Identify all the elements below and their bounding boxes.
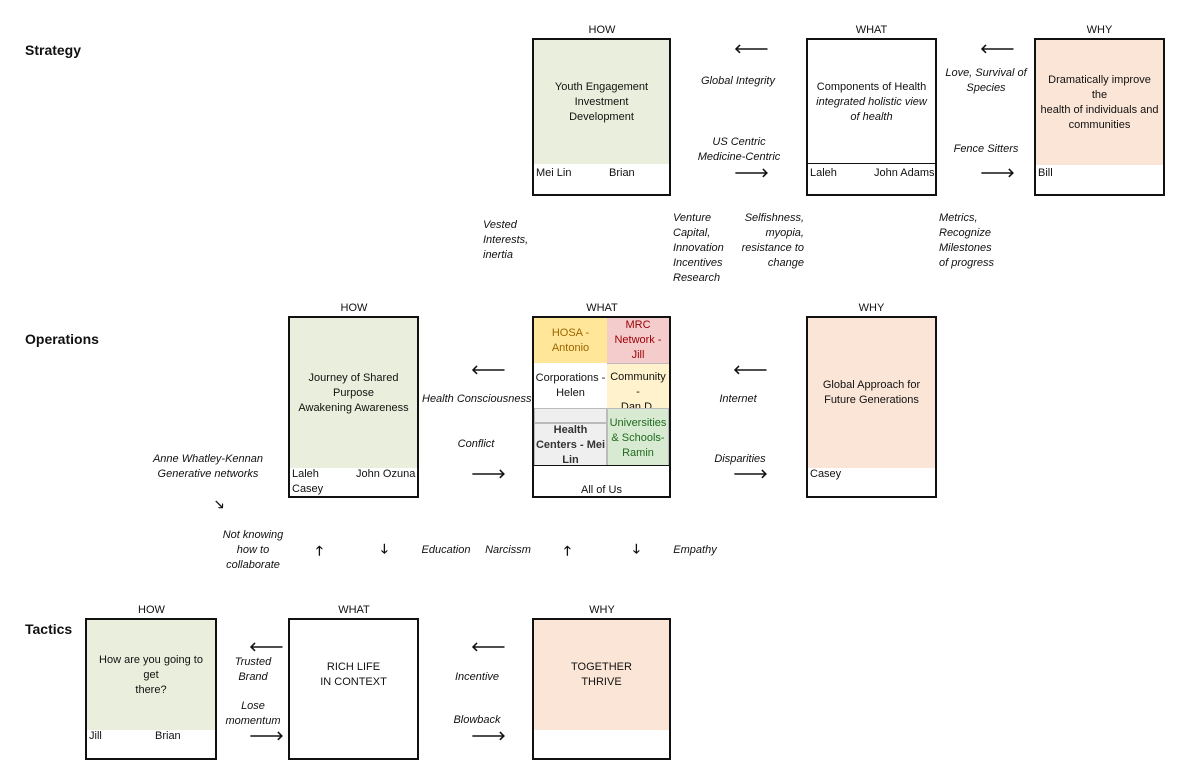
- left-arrow-icon: 🡐: [734, 41, 769, 56]
- strategy-how-heading: HOW: [588, 24, 616, 36]
- right-arrow-icon: 🡒: [249, 728, 284, 743]
- left-arrow-icon: 🡐: [733, 362, 768, 377]
- row-label-tactics: Tactics: [25, 621, 73, 637]
- tactics-how-heading: HOW: [138, 604, 165, 616]
- operations-why-heading: WHY: [858, 302, 885, 314]
- note-conflict: Conflict: [457, 438, 495, 450]
- tactics-what-text: RICH LIFE IN CONTEXT: [320, 661, 387, 688]
- note-global-integrity: Global Integrity: [701, 75, 775, 87]
- cell-corporations: Corporations - Helen: [534, 363, 607, 408]
- cell-all-of-us: All of Us: [581, 483, 622, 496]
- tactics-why-text: TOGETHER THRIVE: [534, 620, 669, 730]
- cell-universities: Universities & Schools- Ramin: [607, 408, 669, 468]
- note-fence-sitters: Fence Sitters: [953, 143, 1019, 155]
- strategy-why-box[interactable]: Dramatically improve the health of indiv…: [1034, 38, 1165, 196]
- right-arrow-icon: 🡒: [733, 466, 768, 481]
- tactics-why-heading: WHY: [589, 604, 615, 616]
- operations-how-owner-2: John Ozuna: [356, 468, 416, 480]
- tactics-how-owner-1: Jill: [89, 730, 102, 742]
- up-arrow-icon: 🡑: [564, 543, 571, 558]
- operations-how-owner-1: Laleh: [292, 468, 319, 480]
- note-disparities: Disparities: [714, 453, 766, 465]
- cell-hosa: HOSA - Antonio: [534, 318, 607, 363]
- note-education: Education: [421, 544, 471, 556]
- right-arrow-icon: 🡒: [471, 728, 506, 743]
- note-love-survival: Love, Survival of Species: [945, 67, 1027, 94]
- tactics-what-heading: WHAT: [338, 604, 370, 616]
- operations-how-box[interactable]: Journey of Shared Purpose Awakening Awar…: [288, 316, 419, 498]
- tactics-how-owner-2: Brian: [155, 730, 181, 742]
- tactics-how-text: How are you going to get there?: [87, 620, 215, 730]
- note-vested-interests: Vested Interests, inertia: [483, 219, 529, 261]
- note-lose-momentum: Lose momentum: [225, 700, 281, 727]
- cell-mrc-network: MRC Network - Jill: [607, 318, 669, 363]
- strategy-what-owner-2: John Adams: [874, 167, 935, 179]
- note-anne-whatley-kennan: Anne Whatley-Kennan Generative networks: [152, 453, 264, 480]
- left-arrow-icon: 🡐: [249, 639, 284, 654]
- operations-why-owner-1: Casey: [810, 468, 842, 480]
- note-trusted-brand: Trusted Brand: [234, 656, 272, 683]
- strategy-how-box[interactable]: Youth Engagement Investment Development …: [532, 38, 671, 196]
- note-not-knowing: Not knowing how to collaborate: [222, 529, 284, 571]
- right-arrow-icon: 🡒: [734, 165, 769, 180]
- right-arrow-icon: 🡒: [980, 165, 1015, 180]
- row-label-strategy: Strategy: [25, 42, 82, 58]
- note-blowback: Blowback: [453, 714, 501, 726]
- strategy-why-text: Dramatically improve the health of indiv…: [1036, 40, 1163, 165]
- strategy-how-text: Youth Engagement Investment Development: [534, 40, 669, 165]
- note-selfishness: Selfishness, myopia, resistance to chang…: [741, 212, 804, 269]
- strategy-how-owner-2: Brian: [609, 167, 635, 179]
- left-arrow-icon: 🡐: [471, 362, 506, 377]
- down-arrow-icon: 🡓: [381, 541, 388, 556]
- note-health-consciousness: Health Consciousness: [422, 393, 532, 405]
- row-label-operations: Operations: [25, 331, 99, 347]
- operations-how-text: Journey of Shared Purpose Awakening Awar…: [290, 318, 417, 468]
- left-arrow-icon: 🡐: [471, 639, 506, 654]
- note-incentive: Incentive: [454, 671, 500, 683]
- operations-why-text: Global Approach for Future Generations: [808, 318, 935, 468]
- cell-community: Community - Dan D.: [607, 363, 669, 413]
- left-arrow-icon: 🡐: [980, 41, 1015, 56]
- operations-why-box[interactable]: Global Approach for Future Generations C…: [806, 316, 937, 498]
- note-metrics: Metrics, Recognize Milestones of progres…: [939, 212, 995, 269]
- strategy-why-owner-1: Bill: [1038, 167, 1053, 179]
- strategy-why-heading: WHY: [1086, 24, 1113, 36]
- up-arrow-icon: 🡑: [316, 543, 323, 558]
- strategy-what-heading: WHAT: [855, 24, 888, 36]
- tactics-why-box[interactable]: TOGETHER THRIVE: [532, 618, 671, 760]
- operations-what-heading: WHAT: [586, 302, 618, 314]
- strategy-what-subtitle: integrated holistic view of health: [816, 96, 927, 123]
- down-arrow-icon: 🡓: [633, 541, 640, 556]
- operations-what-grid[interactable]: HOSA - Antonio MRC Network - Jill Corpor…: [532, 316, 671, 498]
- cell-health-centers: Health Centers - Mei Lin: [534, 423, 607, 468]
- tactics-what-box[interactable]: RICH LIFE IN CONTEXT: [288, 618, 419, 760]
- operations-how-owner-3: Casey: [292, 483, 324, 495]
- diagonal-arrow-icon: 🡖: [215, 497, 224, 512]
- cell-divider: [534, 408, 607, 423]
- tactics-how-box[interactable]: How are you going to get there? Jill Bri…: [85, 618, 217, 760]
- note-narcissm: Narcissm: [485, 544, 531, 556]
- operations-how-heading: HOW: [340, 302, 368, 314]
- strategy-what-owner-1: Laleh: [810, 167, 837, 179]
- note-us-centric: US Centric Medicine-Centric: [697, 136, 781, 163]
- note-internet: Internet: [719, 393, 757, 405]
- strategy-what-box[interactable]: Components of Health integrated holistic…: [806, 38, 937, 196]
- strategy-how-owner-1: Mei Lin: [536, 167, 572, 179]
- right-arrow-icon: 🡒: [471, 466, 506, 481]
- note-empathy: Empathy: [673, 544, 717, 556]
- note-venture-capital: Venture Capital, Innovation Incentives R…: [673, 212, 724, 284]
- strategy-what-title: Components of Health: [816, 81, 927, 93]
